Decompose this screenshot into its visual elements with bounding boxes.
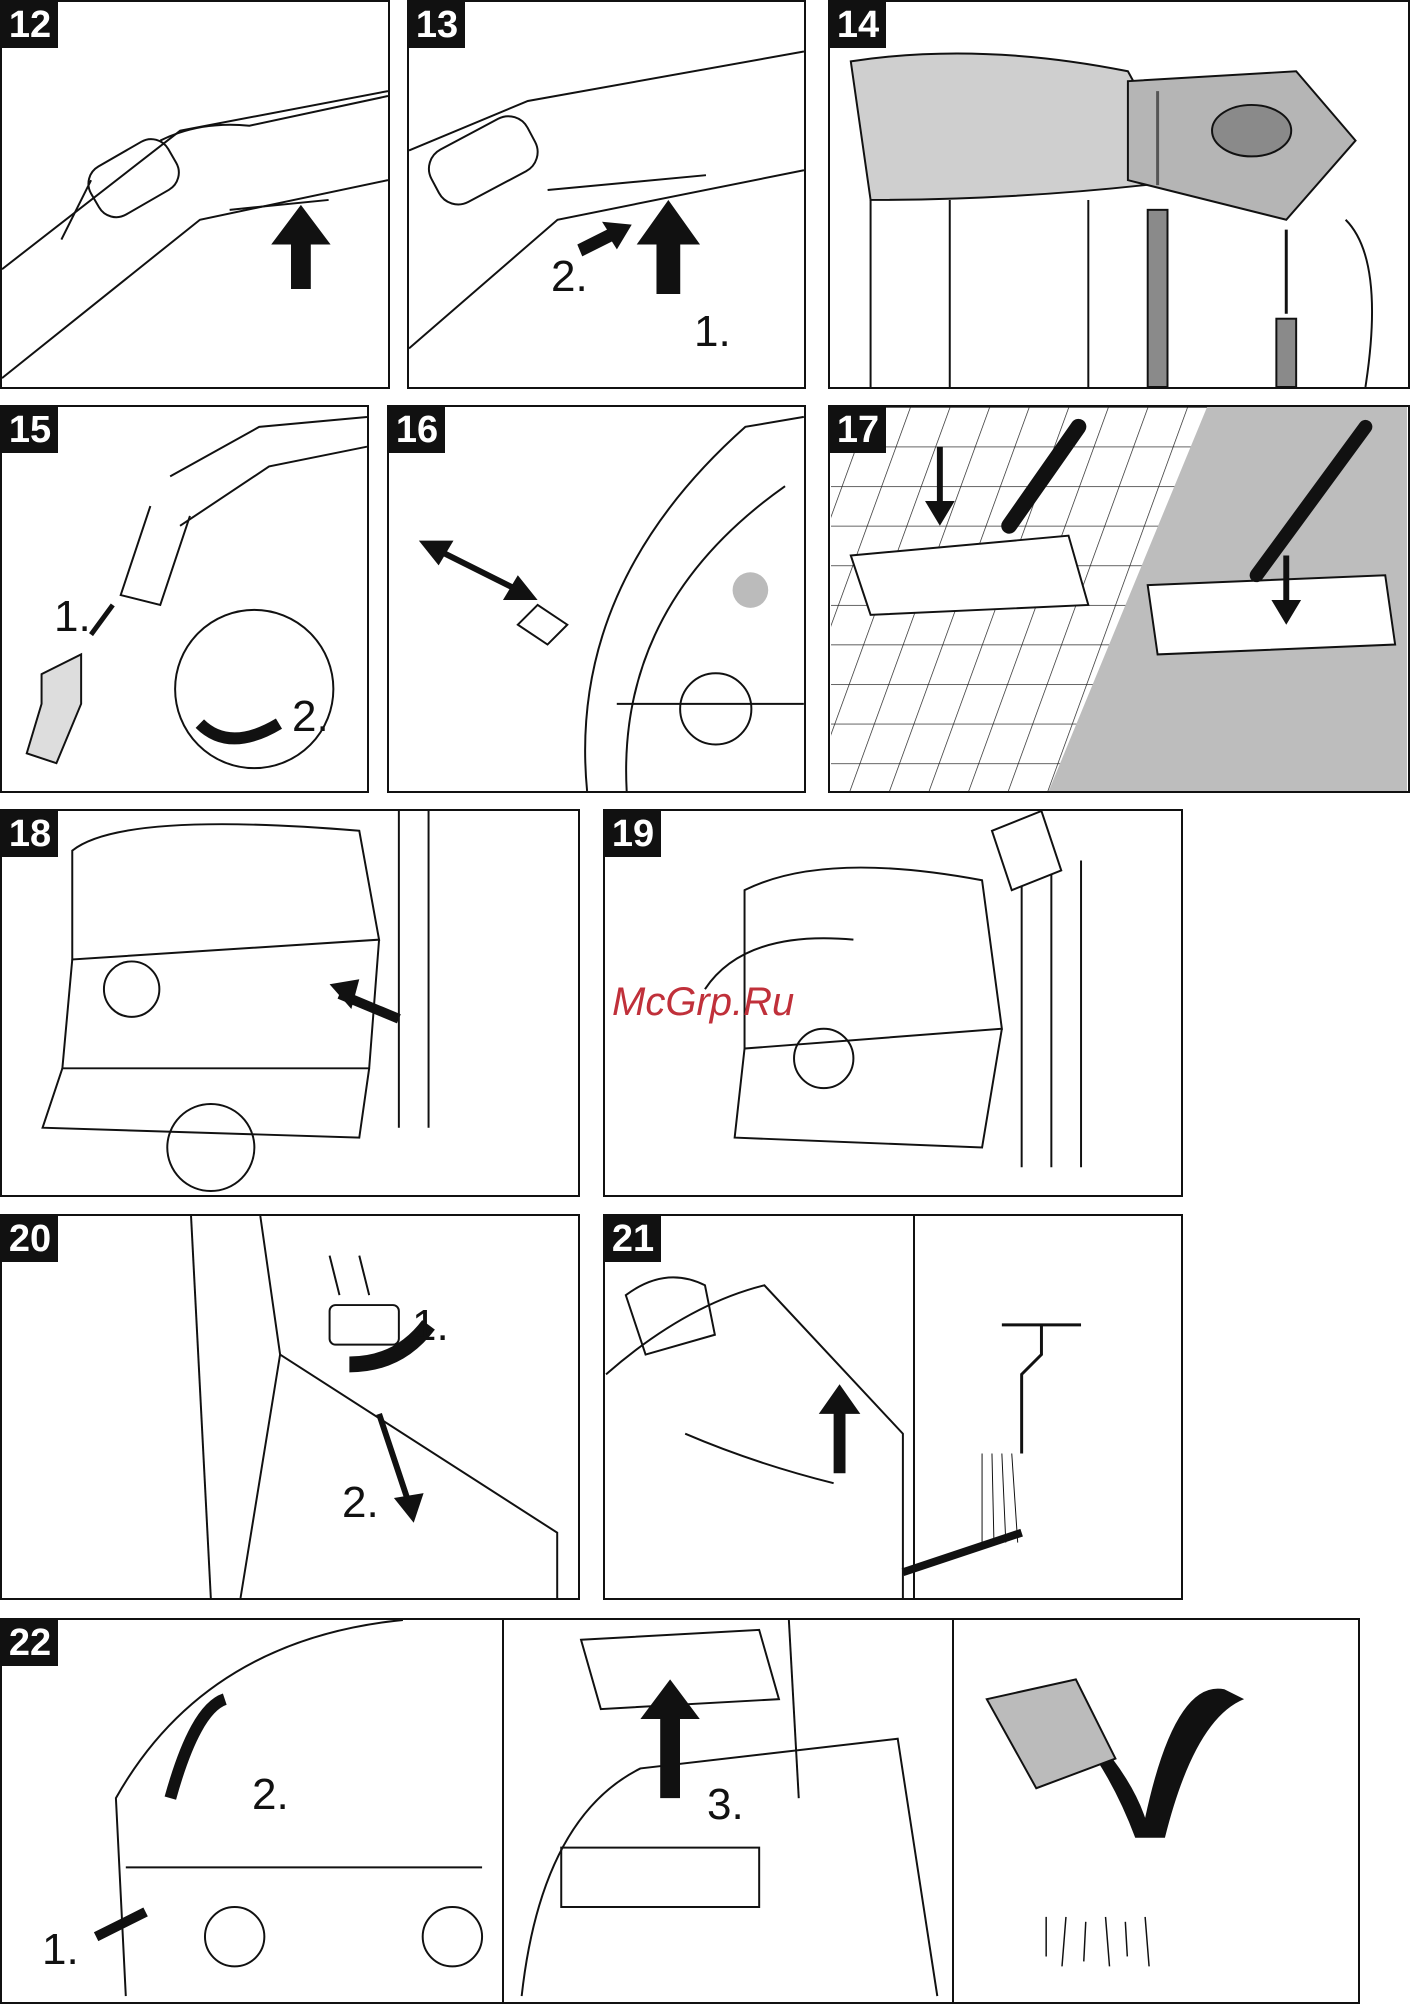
figure-15: 15 1. 2. <box>0 405 369 793</box>
figure-number: 12 <box>2 2 58 48</box>
figure-number: 18 <box>2 811 58 857</box>
filter-bag-illustration <box>830 2 1408 387</box>
watermark: McGrp.Ru <box>612 980 794 1025</box>
figure-17: 17 <box>828 405 1410 793</box>
arrow-curved <box>170 1699 224 1798</box>
arrow-up <box>819 1384 861 1473</box>
arrow-up <box>637 200 700 294</box>
figure-number: 17 <box>830 407 886 453</box>
figure-number: 21 <box>605 1216 661 1262</box>
filter-remove-illustration <box>2 1620 1358 2002</box>
figure-number: 19 <box>605 811 661 857</box>
step-label: 2. <box>292 692 329 742</box>
rinse-hose-illustration <box>605 1216 1181 1598</box>
step-label: 1. <box>54 592 91 642</box>
panel-divider <box>502 1620 504 2004</box>
drain-cap-illustration <box>2 1216 578 1598</box>
figure-number: 15 <box>2 407 58 453</box>
step-label: 1. <box>694 307 731 357</box>
panel-divider <box>913 1216 915 1600</box>
figure-20: 20 1. 2. <box>0 1214 580 1600</box>
filter-cleaning-illustration <box>987 1679 1244 1966</box>
step-label: 2. <box>252 1770 289 1820</box>
figure-number: 13 <box>409 2 465 48</box>
figure-12: 12 <box>0 0 390 389</box>
step-label: 3. <box>707 1780 744 1830</box>
step-label: 1. <box>412 1301 449 1351</box>
figure-22: 22 2. 1. 3. <box>0 1618 1360 2004</box>
arrow-up <box>91 605 113 635</box>
step-label: 2. <box>551 252 588 302</box>
accessory-storage-illustration <box>2 811 578 1195</box>
detail-circle <box>175 610 333 768</box>
figure-number: 22 <box>2 1620 58 1666</box>
figure-number: 16 <box>389 407 445 453</box>
water-spray <box>982 1454 1018 1543</box>
figure-21: 21 <box>603 1214 1183 1600</box>
handle-release-illustration <box>409 2 804 387</box>
step-label: 1. <box>42 1925 79 1975</box>
cord-hook-illustration <box>389 407 804 791</box>
figure-16: 16 <box>387 405 806 793</box>
figure-14: 14 <box>828 0 1410 389</box>
figure-13: 13 2. 1. <box>407 0 806 389</box>
figure-number: 14 <box>830 2 886 48</box>
figure-number: 20 <box>2 1216 58 1262</box>
step-label: 2. <box>342 1478 379 1528</box>
panel-divider <box>952 1620 954 2004</box>
figure-18: 18 <box>0 809 580 1197</box>
floor-nozzle-illustration <box>830 407 1408 791</box>
arrow-up <box>640 1679 699 1798</box>
handle-release-illustration <box>2 2 388 387</box>
arrow-up <box>271 205 330 289</box>
